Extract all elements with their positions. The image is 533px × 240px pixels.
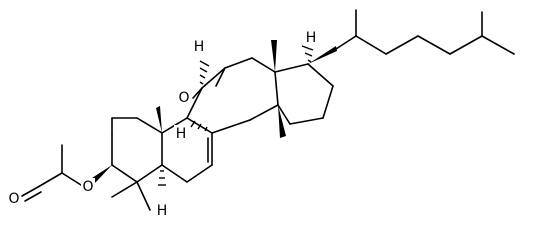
ester-ether-oxygen-label: O (81, 178, 95, 195)
molecule-drawing: O O O H H H H (7, 9, 515, 219)
svg-text:O: O (178, 90, 189, 106)
h-c11-label: H (192, 38, 206, 55)
svg-text:H: H (194, 39, 205, 55)
acetate-group (21, 144, 112, 202)
ring-a (111, 117, 163, 183)
svg-text:O: O (8, 191, 19, 207)
h-c9-label: H (174, 125, 188, 142)
methyl-groups (111, 40, 286, 211)
ring-oxygen-label: O (177, 89, 191, 106)
side-chain (308, 9, 515, 64)
svg-text:H: H (157, 203, 168, 219)
ring-d (274, 63, 334, 125)
h-c17-label: H (304, 29, 318, 46)
ring-c (186, 57, 279, 134)
h-c5-label: H (155, 202, 169, 219)
svg-text:H: H (306, 30, 317, 46)
svg-text:H: H (176, 126, 187, 142)
svg-text:O: O (82, 179, 93, 195)
structure-figure: O O O H H H H (7, 9, 515, 219)
hashed-bonds (158, 45, 314, 186)
epoxide-bridge (192, 67, 226, 99)
carbonyl-oxygen-label: O (7, 190, 21, 207)
